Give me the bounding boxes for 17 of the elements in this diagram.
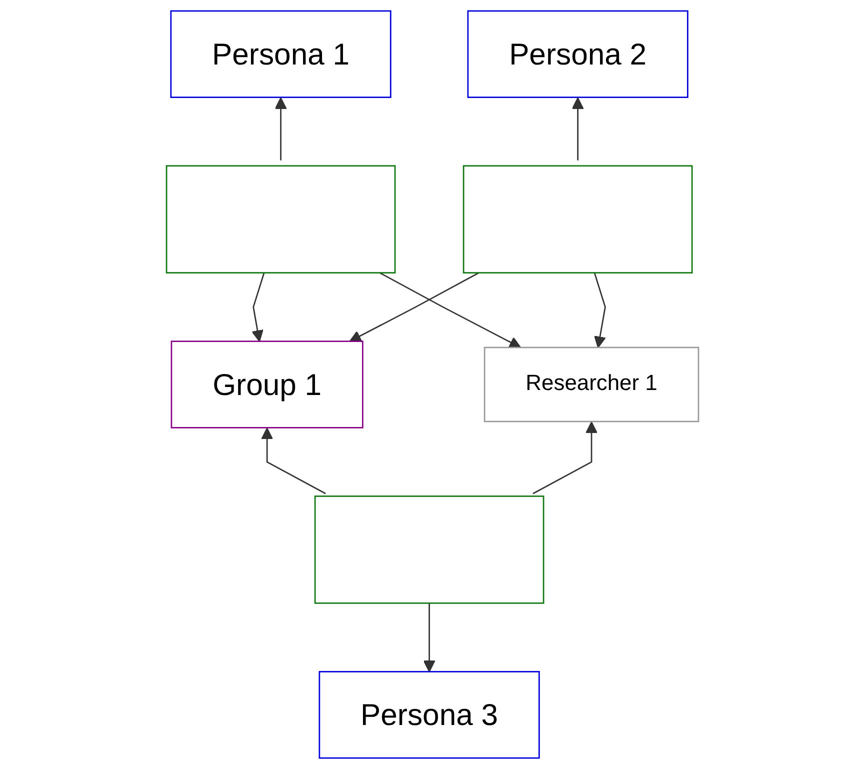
arrow [532, 422, 598, 494]
node-box: Group 1 [170, 340, 364, 428]
node-box [462, 165, 693, 274]
arrow [349, 272, 480, 342]
node-box: Persona 1 [170, 10, 392, 98]
node-box: Persona 3 [318, 671, 540, 759]
arrow [252, 272, 265, 342]
arrow [261, 428, 326, 494]
arrow [423, 603, 436, 672]
node-box [314, 496, 544, 604]
node-box: Persona 2 [467, 10, 688, 98]
arrow [274, 97, 287, 160]
arrow [572, 97, 584, 160]
node-box [166, 165, 396, 274]
arrow [379, 272, 522, 348]
arrow [594, 272, 606, 348]
node-box: Researcher 1 [484, 346, 700, 422]
